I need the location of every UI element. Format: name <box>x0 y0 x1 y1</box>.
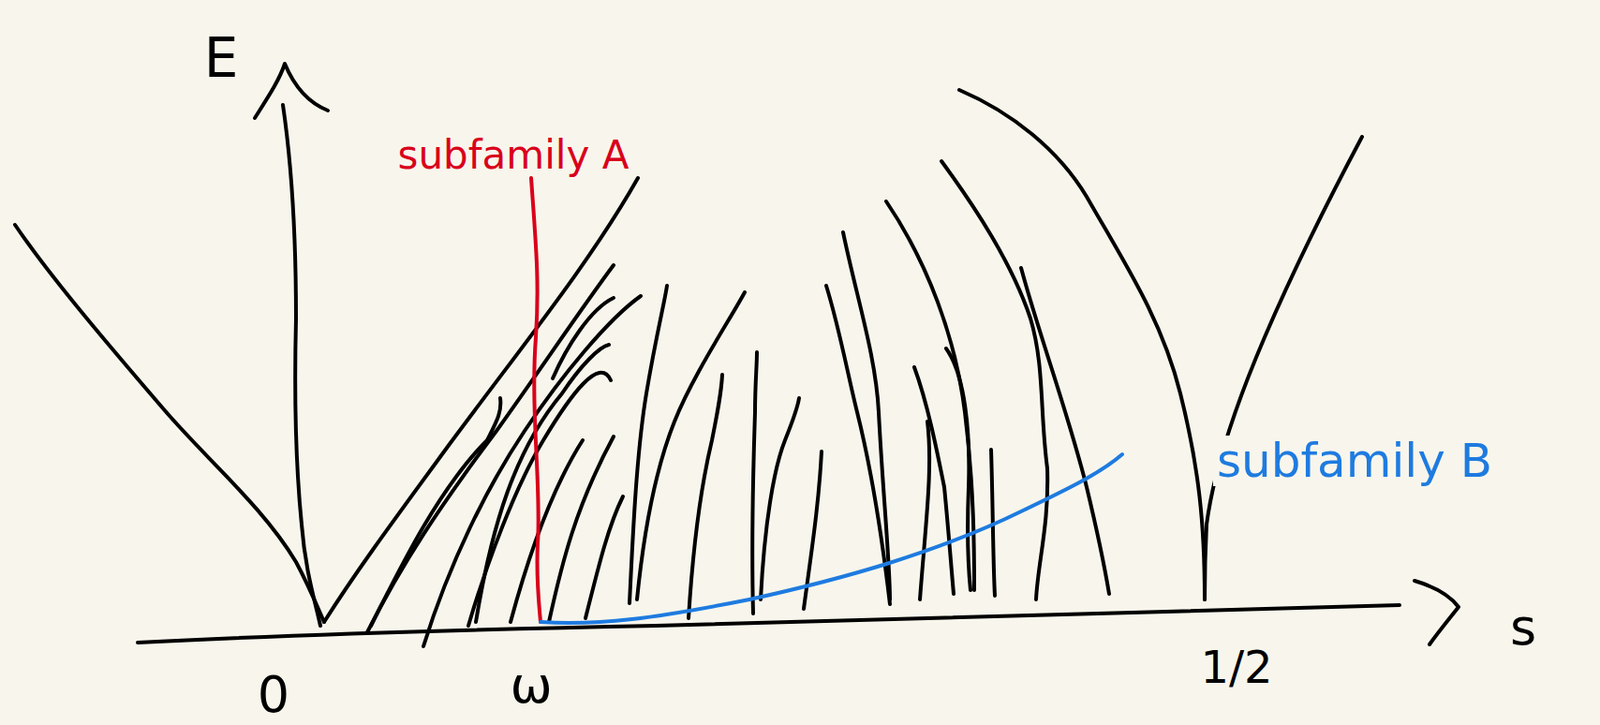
curve <box>914 367 954 594</box>
subfamily-b-curve <box>540 454 1123 623</box>
curve <box>1021 267 1110 594</box>
axis-label: s <box>1506 600 1541 655</box>
curve <box>548 436 614 623</box>
tick-label: 0 <box>253 667 294 723</box>
curve <box>688 374 723 619</box>
curve <box>367 265 614 633</box>
family-label: subfamily A <box>394 133 634 178</box>
curve <box>941 161 1048 600</box>
curve <box>919 421 930 600</box>
curve <box>423 296 641 647</box>
curve <box>324 177 638 623</box>
curve <box>637 292 745 600</box>
axis-arrowhead <box>254 63 328 119</box>
tick-label: 1/2 <box>1196 642 1276 692</box>
horizontal-axis <box>137 605 1400 643</box>
curve <box>886 201 975 591</box>
subfamily-a-line <box>531 177 541 623</box>
family-label: subfamily B <box>1213 435 1497 487</box>
axis-arrowhead <box>1414 580 1459 645</box>
curve <box>1204 136 1363 600</box>
axis-label: E <box>200 29 243 88</box>
curve <box>752 352 757 614</box>
curve <box>760 398 800 600</box>
curve <box>629 285 667 604</box>
curve <box>843 232 890 600</box>
curve <box>552 297 614 379</box>
curve <box>946 348 971 591</box>
curve <box>14 224 325 623</box>
curve <box>585 496 623 619</box>
tick-label: ω <box>505 658 556 713</box>
